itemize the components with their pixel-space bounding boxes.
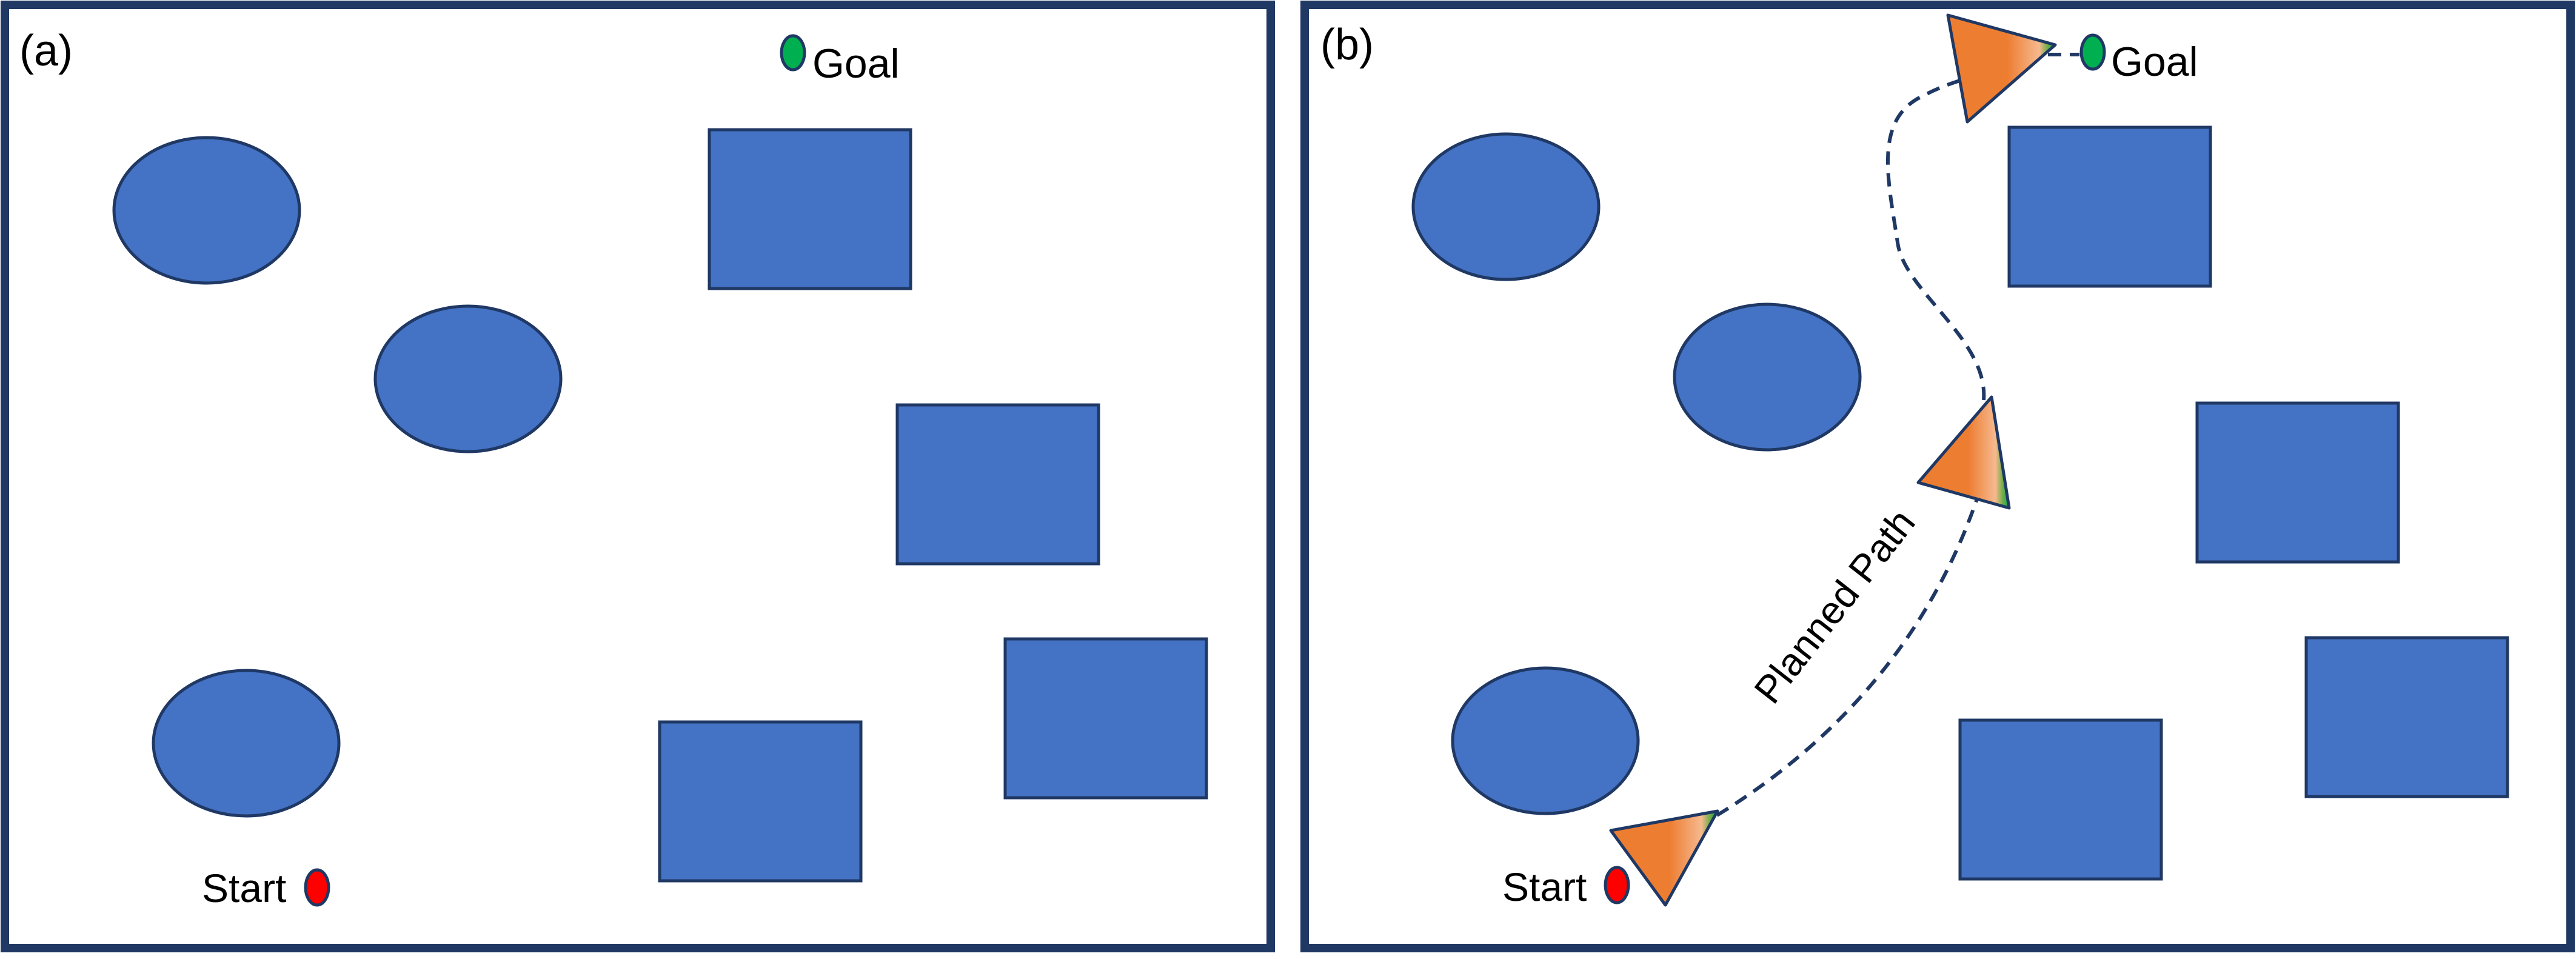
obstacle-ellipse	[1451, 666, 1640, 815]
obstacle-ellipse	[112, 136, 301, 285]
obstacle-ellipse	[152, 669, 341, 818]
obstacle-ellipse	[1673, 302, 1862, 452]
obstacle-rectangle	[895, 403, 1100, 566]
obstacle-rectangle	[2304, 636, 2509, 798]
start-label: Start	[202, 866, 286, 911]
obstacle-ellipse	[1411, 132, 1601, 281]
start-label: Start	[1502, 864, 1587, 909]
obstacle-rectangle	[2007, 125, 2212, 288]
panel-a-label: (a)	[19, 27, 73, 75]
goal-marker-icon	[2079, 33, 2106, 71]
obstacle-ellipse	[373, 304, 563, 453]
start-marker-icon	[304, 868, 330, 907]
obstacle-rectangle	[658, 720, 863, 883]
panel-a: (a) Goal Start	[1, 1, 1275, 952]
obstacle-rectangle	[2195, 401, 2400, 564]
panel-b: (b) Planned Path Goal Start	[1300, 1, 2575, 952]
robot-icon	[1609, 809, 1719, 907]
goal-label: Goal	[2111, 39, 2198, 85]
planned-path	[1716, 53, 2079, 817]
goal-marker-icon	[780, 34, 806, 72]
obstacle-rectangle	[1958, 718, 2163, 881]
obstacle-rectangle	[708, 128, 912, 290]
goal-label: Goal	[812, 41, 900, 87]
panel-b-label: (b)	[1320, 21, 1374, 69]
robot-icon	[1946, 13, 2057, 124]
obstacle-rectangle	[1003, 637, 1208, 800]
start-marker-icon	[1604, 866, 1630, 904]
robot-icon	[1916, 395, 2011, 510]
